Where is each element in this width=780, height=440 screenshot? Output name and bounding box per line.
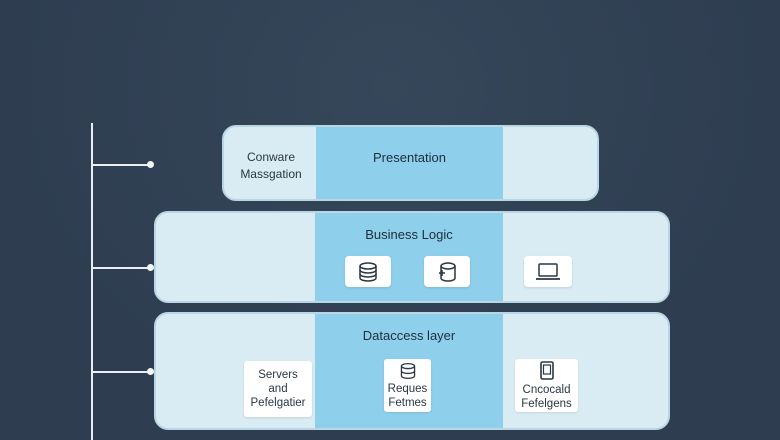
connector-dot xyxy=(147,264,154,271)
card-line: Servers xyxy=(258,369,298,381)
requests-card: Reques Fetmes xyxy=(384,359,431,412)
tablet-icon xyxy=(539,360,554,380)
database-tile xyxy=(345,256,391,287)
laptop-tile xyxy=(524,256,572,287)
database-icon xyxy=(400,362,415,379)
connector-dot xyxy=(147,368,154,375)
card-line: Reques xyxy=(387,382,428,395)
card-line: Fefelgens xyxy=(521,397,572,410)
servers-card: Servers and Pefelgatier xyxy=(244,361,312,417)
presentation-side-label: Conware Massgation xyxy=(236,149,306,183)
connector-business xyxy=(92,264,154,271)
side-label-line: Conware xyxy=(246,150,296,164)
database-plus-tile xyxy=(424,256,470,287)
card-line: and xyxy=(268,383,288,395)
presentation-layer: Presentation Conware Massgation xyxy=(222,125,599,201)
hierarchy-spine xyxy=(91,123,93,440)
business-highlight-band: Business Logic xyxy=(315,213,503,301)
database-icon xyxy=(359,261,377,282)
connector-presentation xyxy=(92,161,154,168)
laptop-icon xyxy=(536,262,560,280)
cncocald-card: Cncocald Fefelgens xyxy=(515,359,578,412)
data-access-title: Dataccess layer xyxy=(362,328,456,343)
presentation-highlight-band: Presentation xyxy=(316,127,503,199)
data-access-layer: Dataccess layer Servers and Pefelgatier … xyxy=(154,312,670,430)
card-line: Pefelgatier xyxy=(250,397,306,409)
card-line: Cncocald xyxy=(522,383,571,396)
card-line: Fetmes xyxy=(388,396,427,409)
side-label-line: Massgation xyxy=(240,167,302,181)
database-plus-icon xyxy=(439,261,456,282)
connector-dot xyxy=(147,161,154,168)
presentation-title: Presentation xyxy=(373,150,446,165)
connector-data-access xyxy=(92,368,154,375)
business-title: Business Logic xyxy=(365,227,453,242)
business-logic-layer: Business Logic xyxy=(154,211,670,303)
